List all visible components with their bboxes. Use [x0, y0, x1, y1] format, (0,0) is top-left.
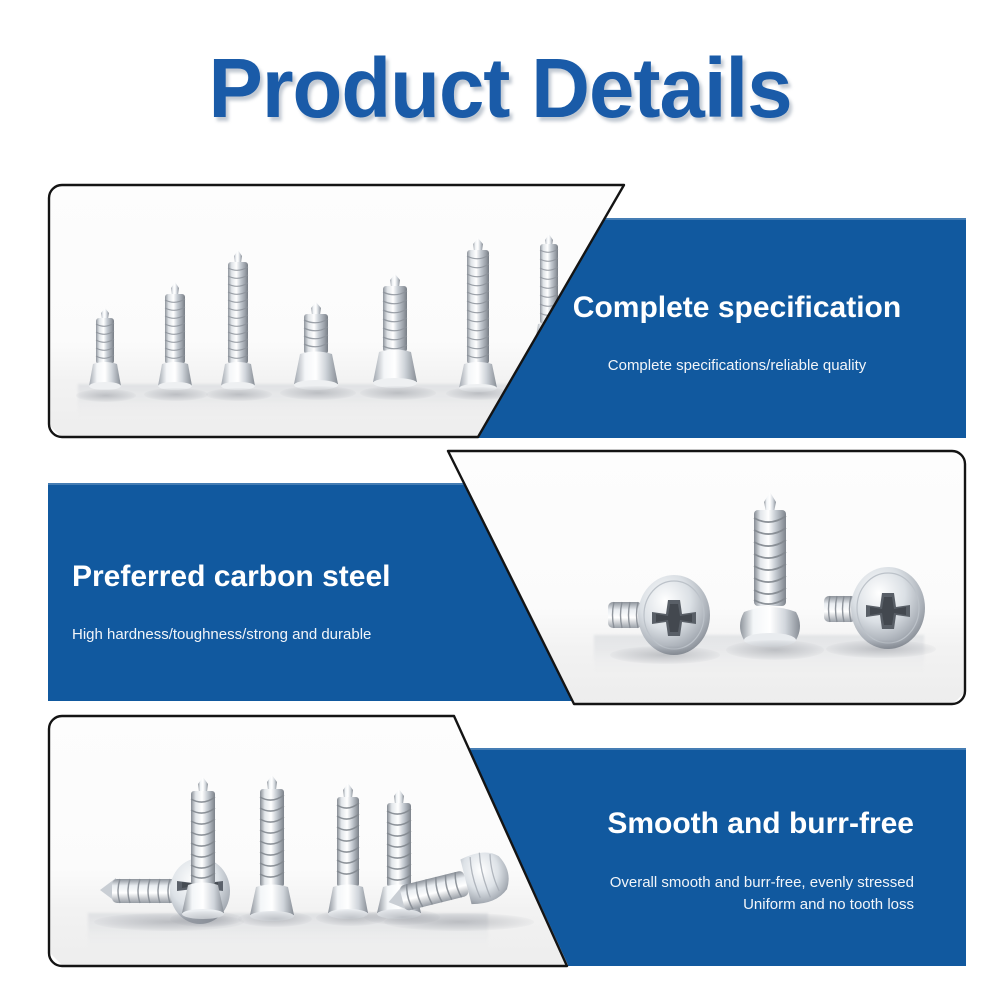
panel-3-subtitle-line-1: Overall smooth and burr-free, evenly str…: [609, 874, 914, 891]
panel-3-subtitle-line-2: Uniform and no tooth loss: [743, 896, 914, 913]
floor-shadow: [170, 911, 242, 927]
screw-graphic: [176, 775, 230, 927]
panel-3-heading: Smooth and burr-free: [607, 807, 914, 840]
screw-graphic: [322, 781, 374, 929]
panel-2-subtitle-line-1: High hardness/toughness/strong and durab…: [72, 626, 372, 643]
page-title: Product Details: [208, 41, 792, 135]
panel-1-subtitle-line-1: Complete specifications/reliable quality: [607, 357, 867, 374]
screw-graphic: [244, 773, 300, 931]
panel-complete-specification: Complete specification Complete specific…: [0, 0, 1000, 460]
floor-shadow: [238, 911, 312, 927]
floor-shadow: [384, 913, 534, 931]
panel-2-heading: Preferred carbon steel: [72, 560, 391, 593]
panel-1-heading: Complete specification: [572, 291, 902, 324]
